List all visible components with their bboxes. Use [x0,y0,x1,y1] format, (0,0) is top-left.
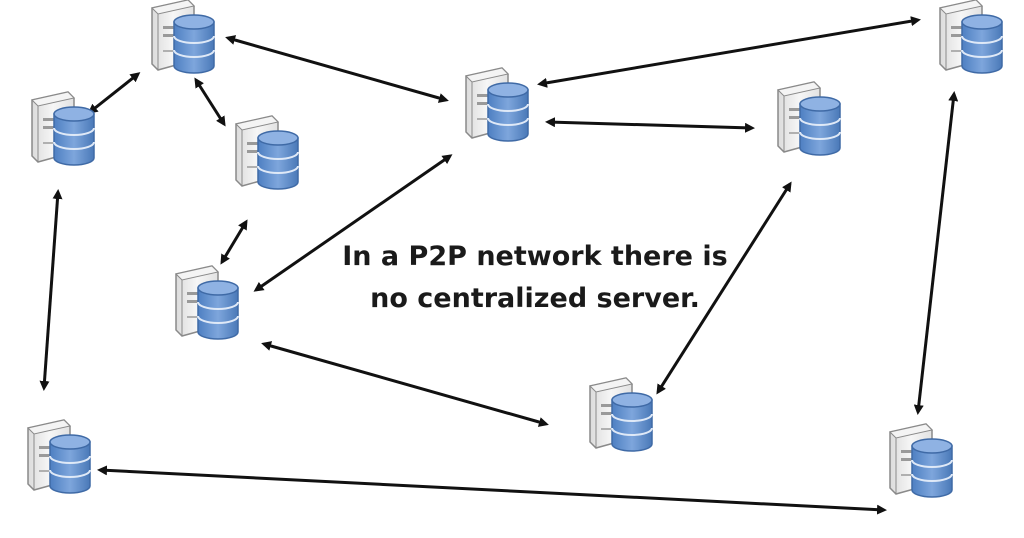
server-database-icon [235,115,299,190]
server-database-icon [175,265,239,340]
link-arrow-n2-n3 [545,117,755,133]
server-database-icon [589,377,653,452]
server-database-icon [31,91,95,166]
link-arrow-n1-n4 [87,72,141,114]
server-database-icon [889,423,953,498]
link-arrow-n6-n11 [656,181,792,395]
server-database-icon [939,0,1003,74]
server-database-icon [27,419,91,494]
caption-line-2: no centralized server. [370,283,700,314]
link-arrow-n5-n10 [261,341,549,427]
diagram-caption: In a P2P network there is no centralized… [330,236,740,320]
link-arrow-n2-n6 [537,16,921,88]
link-arrow-n4-n5 [39,189,63,391]
nodes-layer [27,0,1003,498]
link-arrow-n1-n2 [225,35,449,103]
link-arrow-n3-n5 [220,219,248,265]
server-database-icon [465,67,529,142]
link-arrow-n3-n7 [253,154,453,292]
link-arrow-n7-n10 [97,465,887,515]
link-arrow-n6-n8 [913,91,959,415]
server-database-icon [777,81,841,156]
links-layer [39,16,959,515]
caption-line-1: In a P2P network there is [342,241,728,272]
link-arrow-n1-n3 [194,77,226,127]
server-database-icon [151,0,215,74]
